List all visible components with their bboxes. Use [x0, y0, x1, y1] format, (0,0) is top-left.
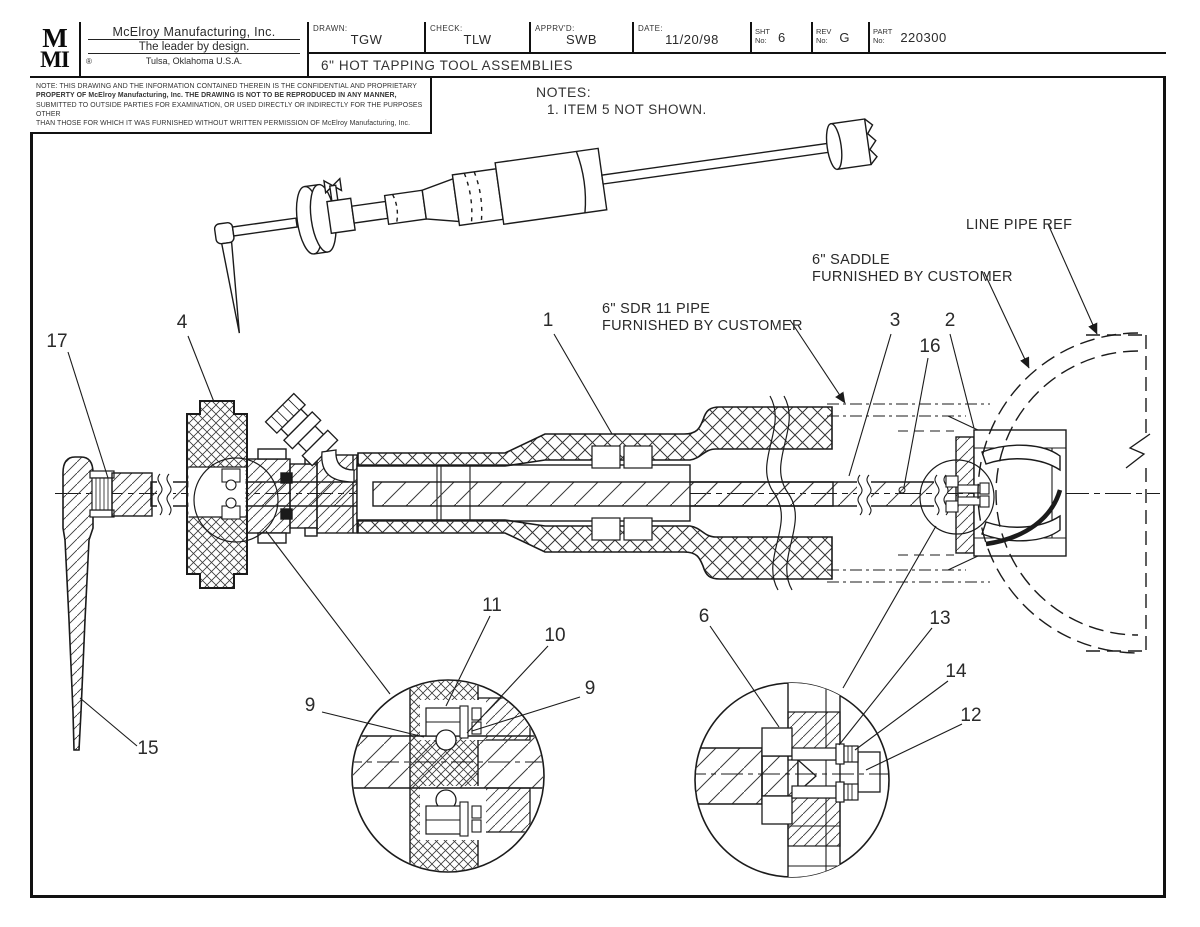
notes-block: NOTES: 1. ITEM 5 NOT SHOWN. [536, 84, 707, 117]
field-drawn: DRAWN: TGW [309, 22, 426, 54]
sdr-pipe-leader [789, 319, 846, 404]
pilot-bit [220, 241, 241, 334]
company-tagline: The leader by design. [88, 40, 300, 54]
gland-housing [246, 448, 318, 544]
check-label: CHECK: [430, 24, 463, 33]
callout-17: 17 [46, 331, 67, 352]
pipe-upper-wall [357, 406, 833, 467]
field-apprvd: APPRV'D: SWB [531, 22, 634, 54]
callout-15: 15 [137, 738, 158, 759]
pipe-break [766, 395, 782, 591]
company-location: ® Tulsa, Oklahoma U.S.A. [86, 56, 243, 66]
detail-view-bearing [351, 679, 545, 873]
detail-leader-right [842, 525, 937, 689]
callout-14: 14 [945, 661, 967, 682]
callout-3: 3 [890, 310, 901, 331]
detail-leader-left [265, 530, 391, 695]
callout-1: 1 [543, 310, 554, 331]
pilot-hub [213, 222, 235, 245]
date-value: 11/20/98 [665, 32, 719, 47]
break-symbol [157, 473, 949, 516]
callout-10: 10 [544, 625, 565, 646]
knurled-nut [89, 470, 153, 518]
cutter-teeth [864, 118, 878, 165]
boring-bar-iso [601, 141, 836, 185]
rev-value: G [839, 29, 851, 45]
line-pipe-reference [977, 332, 1151, 654]
coupler [857, 751, 881, 793]
logo-text-m: M [42, 22, 68, 53]
pipe-break-symbol [1125, 433, 1151, 469]
sdr-pipe-label-1: 6" SDR 11 PIPE [602, 301, 710, 317]
check-value: TLW [463, 32, 492, 47]
callout-13: 13 [929, 608, 950, 629]
bearing-pin [459, 705, 469, 739]
detail-circle-b [919, 459, 995, 535]
detail-circle-a [193, 457, 279, 543]
mcelroy-logo: M MI [30, 22, 81, 78]
callout-11: 11 [482, 595, 502, 616]
saddle-label-2: FURNISHED BY CUSTOMER [812, 269, 1013, 285]
sdr-pipe-label-2: FURNISHED BY CUSTOMER [602, 318, 803, 334]
saddle-leader [983, 271, 1030, 369]
sheet-label: SHT No: [755, 27, 770, 45]
seal-ring [280, 472, 293, 484]
drawing-title: 6" HOT TAPPING TOOL ASSEMBLIES [309, 54, 1166, 78]
line-pipe-ref-label: LINE PIPE REF [966, 217, 1072, 233]
proprietary-note: NOTE: THIS DRAWING AND THE INFORMATION C… [30, 78, 432, 134]
cutter-edge [985, 489, 1063, 547]
callout-numbers: 17 4 1 3 16 2 15 9 11 10 9 6 13 14 12 [46, 310, 981, 759]
pilot-shaft [231, 217, 298, 237]
seal-ring [280, 508, 293, 520]
main-section-view [55, 332, 1160, 751]
drawn-label: DRAWN: [313, 24, 348, 33]
callout-4: 4 [177, 312, 188, 333]
apprvd-label: APPRV'D: [535, 24, 575, 33]
bearing-ball [435, 729, 457, 751]
date-label: DATE: [638, 24, 663, 33]
apprvd-value: SWB [565, 32, 598, 47]
cutter-assembly [945, 429, 1067, 557]
callout-9b: 9 [585, 678, 596, 699]
field-date: DATE: 11/20/98 [634, 22, 752, 54]
valve-elbow [321, 449, 355, 483]
rev-label: REV No: [816, 27, 832, 45]
clamp-block-lower [761, 795, 793, 825]
part-value: 220300 [900, 29, 947, 45]
isometric-tool-view [213, 118, 878, 334]
clamp-block-upper [761, 727, 793, 757]
field-rev: REV No: G [813, 22, 870, 54]
shaft-tip [797, 758, 817, 794]
callout-12: 12 [960, 705, 981, 726]
callout-9: 9 [305, 695, 316, 716]
line-pipe-leader [1047, 223, 1098, 335]
registered-mark-icon: ® [86, 57, 92, 66]
pipe-lower-wall [357, 519, 833, 580]
note-item-1: 1. ITEM 5 NOT SHOWN. [547, 102, 707, 117]
callout-16: 16 [919, 336, 940, 357]
drawn-value: TGW [350, 32, 383, 47]
callout-6: 6 [699, 606, 710, 627]
callout-2: 2 [945, 310, 956, 331]
tool-body [494, 147, 608, 226]
logo-text-mi: MI [40, 46, 70, 72]
notes-heading: NOTES: [536, 84, 592, 100]
field-sheet: SHT No: 6 [752, 22, 813, 54]
field-check: CHECK: TLW [426, 22, 531, 54]
annotation-labels: LINE PIPE REF 6" SADDLE FURNISHED BY CUS… [602, 217, 1072, 334]
company-block: McElroy Manufacturing, Inc. The leader b… [81, 22, 309, 78]
handle [62, 456, 94, 751]
collar [326, 197, 356, 235]
callout-leaders [67, 223, 1098, 771]
part-label: PART No: [873, 27, 893, 45]
sheet-value: 6 [778, 29, 786, 45]
company-name: McElroy Manufacturing, Inc. [88, 22, 300, 40]
field-part: PART No: 220300 [870, 22, 1166, 54]
saddle-label-1: 6" SADDLE [812, 252, 890, 268]
detail-view-coupling [694, 682, 890, 878]
